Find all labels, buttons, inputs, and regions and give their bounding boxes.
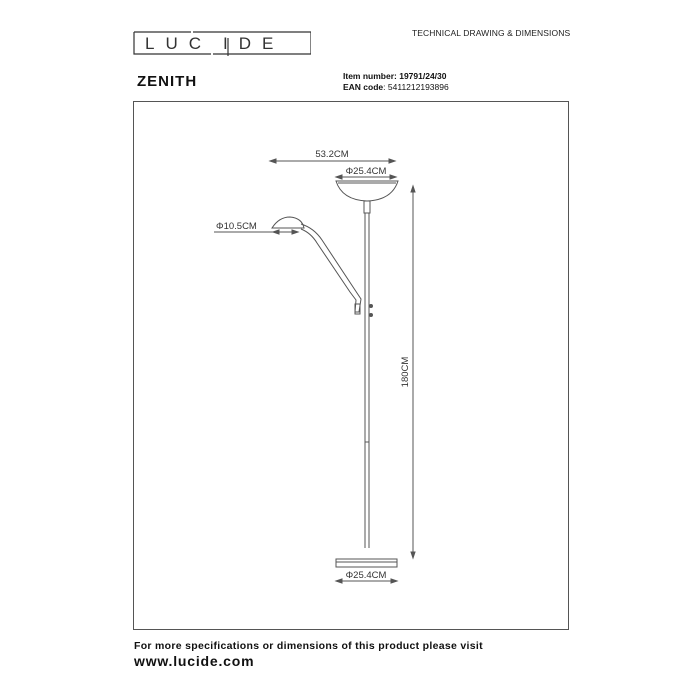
drawing-frame [133,101,569,630]
website-link[interactable]: www.lucide.com [134,653,255,669]
reading-lamp-head [271,216,305,229]
product-meta: Item number: 19791/24/30 EAN code: 54112… [343,71,449,93]
logo-text: LUC [145,34,212,53]
lamp-base [335,558,398,568]
ean-value: 5411212193896 [387,82,449,92]
document-type-label: TECHNICAL DRAWING & DIMENSIONS [412,28,571,38]
item-number-label: Item number: [343,71,397,81]
height-label: 180CM [400,357,411,388]
lucide-logo: LUC IDE [133,31,311,56]
uplighter-bowl-shape [335,180,399,202]
footer-info-text: For more specifications or dimensions of… [134,640,483,652]
ean-label: EAN code [343,82,384,92]
total-width-label: 53.2CM [315,149,348,160]
reading-lamp-diameter-label: Φ10.5CM [216,221,257,232]
item-number-value: 19791/24/30 [399,71,447,81]
base-diameter-label: Φ25.4CM [346,570,387,581]
reading-arm [300,223,362,313]
uplighter-diameter-label: Φ25.4CM [346,166,387,177]
ean-row: EAN code: 5411212193896 [343,82,449,92]
item-number-row: Item number: 19791/24/30 [343,71,449,82]
product-name: ZENITH [137,73,198,90]
svg-text:IDE: IDE [223,34,284,53]
